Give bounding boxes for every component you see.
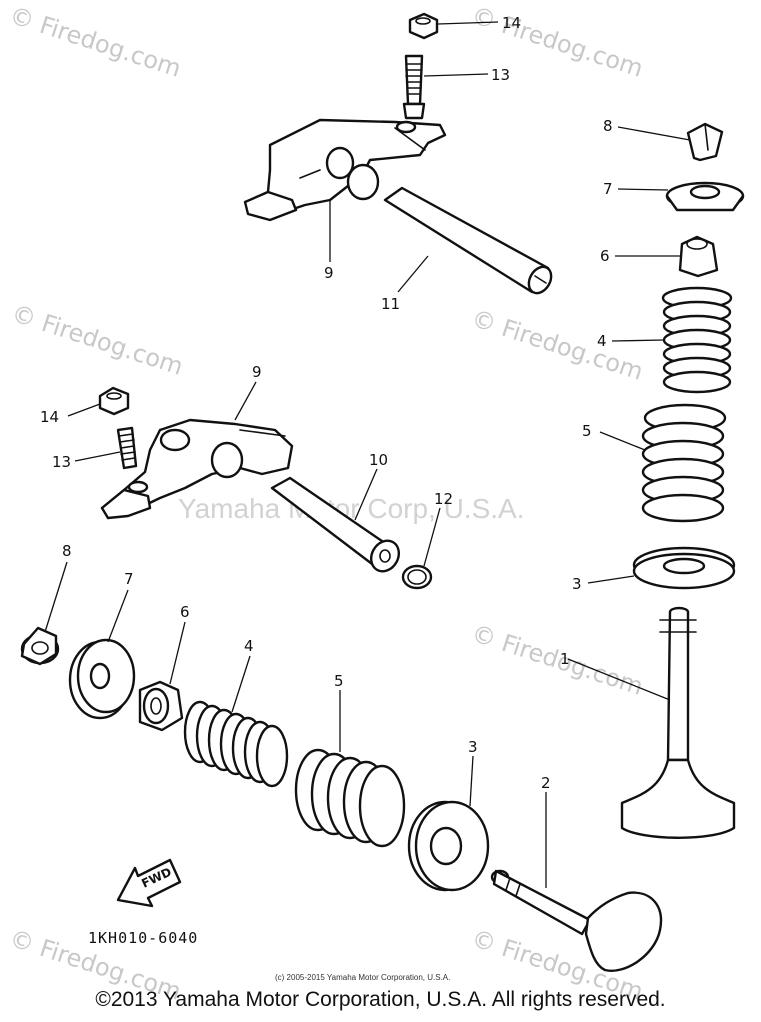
right-valve-stack xyxy=(620,122,745,839)
exhaust-valve-stack xyxy=(20,626,663,972)
lower-rocker-assembly xyxy=(98,386,433,590)
adjusting-screw-13-upper xyxy=(402,54,426,120)
callout-7-right: 7 xyxy=(603,180,613,198)
callout-14-upper: 14 xyxy=(502,14,521,32)
upper-rocker-assembly xyxy=(243,12,553,295)
locknut-14-lower xyxy=(98,386,130,416)
callout-5-left: 5 xyxy=(334,672,344,690)
exhaust-valve-2 xyxy=(490,869,663,972)
intake-valve-1 xyxy=(620,606,736,839)
spring-retainer-7-left xyxy=(68,638,136,720)
o-ring-12 xyxy=(401,564,433,590)
callout-5-right: 5 xyxy=(582,422,592,440)
watermark-mid-right: © Firedog.com xyxy=(468,304,646,386)
callout-numbers: 14 13 8 7 6 4 5 3 1 9 11 9 14 13 10 12 8… xyxy=(40,14,613,792)
callout-3-left: 3 xyxy=(468,738,478,756)
diagram-reference-code: 1KH010-6040 xyxy=(88,929,198,947)
callout-10: 10 xyxy=(369,451,388,469)
callout-4-right: 4 xyxy=(597,332,607,350)
callout-8-right: 8 xyxy=(603,117,613,135)
valve-stem-seal-6-left xyxy=(138,680,184,732)
valve-cotter-8-left xyxy=(20,626,60,666)
watermark-top-left: © Firedog.com xyxy=(6,1,184,83)
callout-6-right: 6 xyxy=(600,247,610,265)
locknut-14-upper xyxy=(408,12,439,40)
valve-cotter-8-right xyxy=(686,122,724,162)
rocker-arm-9-lower xyxy=(100,418,294,520)
callout-7-left: 7 xyxy=(124,570,134,588)
leader-lines xyxy=(44,21,691,888)
small-copyright: (c) 2005-2015 Yamaha Motor Corporation, … xyxy=(275,973,450,982)
callout-6-left: 6 xyxy=(180,603,190,621)
callout-3-right: 3 xyxy=(572,575,582,593)
rocker-shaft-10 xyxy=(270,476,401,573)
spring-retainer-7-right xyxy=(665,181,745,212)
callout-4-left: 4 xyxy=(244,637,254,655)
footer-copyright: ©2013 Yamaha Motor Corporation, U.S.A. A… xyxy=(95,988,666,1011)
valve-stem-seal-6-right xyxy=(678,235,719,278)
watermark-mid-left: © Firedog.com xyxy=(8,299,186,381)
callout-14-lower: 14 xyxy=(40,408,59,426)
callout-8-left: 8 xyxy=(62,542,72,560)
watermark-lower-right: © Firedog.com xyxy=(468,619,646,701)
adjusting-screw-13-lower xyxy=(116,426,138,470)
callout-9-upper: 9 xyxy=(324,264,334,282)
callout-2: 2 xyxy=(541,774,551,792)
callout-12: 12 xyxy=(434,490,453,508)
outer-valve-spring-5-right xyxy=(641,403,727,523)
rocker-arm-9-upper xyxy=(243,118,447,222)
forward-direction-arrow: FWD xyxy=(116,858,182,908)
rocker-shaft-11 xyxy=(383,186,553,295)
callout-1: 1 xyxy=(560,650,570,668)
callout-11: 11 xyxy=(381,295,400,313)
callout-9-lower: 9 xyxy=(252,363,262,381)
inner-valve-spring-4-right xyxy=(661,286,733,394)
spring-seat-3-right xyxy=(632,546,736,590)
spring-seat-3-left xyxy=(407,800,490,892)
callout-13-lower: 13 xyxy=(52,453,71,471)
callout-13-upper: 13 xyxy=(491,66,510,84)
outer-valve-spring-5-left xyxy=(294,748,406,848)
inner-valve-spring-4-left xyxy=(183,700,289,788)
